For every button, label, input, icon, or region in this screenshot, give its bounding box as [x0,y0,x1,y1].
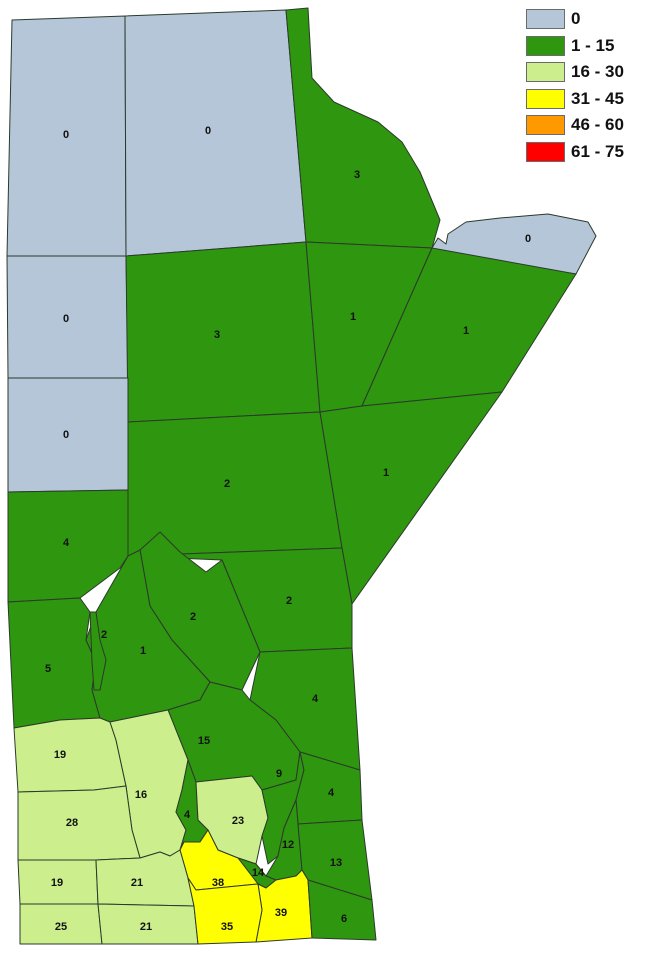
label-east-upper-mid: 1 [350,311,356,323]
label-ne-coast: 3 [354,169,360,181]
label-center-upper: 3 [214,329,220,341]
label-east-upper: 1 [463,325,469,337]
label-east-center: 1 [383,467,389,479]
label-pink-23: 23 [232,815,244,827]
region-sw-5[interactable] [7,597,101,729]
label-se-13: 13 [330,857,342,869]
legend-item: 31 - 45 [526,86,624,113]
label-sw-16: 16 [135,789,147,801]
legend-swatch-1 [526,35,565,56]
label-s-39: 39 [275,907,287,919]
label-center-lower: 2 [286,595,292,607]
label-sw-25: 25 [55,921,67,933]
legend-swatch-5 [526,141,565,162]
legend-item: 61 - 75 [526,139,624,166]
legend-label: 1 - 15 [571,35,615,55]
label-sw-19a: 19 [54,749,66,761]
label-south-15: 15 [198,735,210,747]
region-s-35[interactable] [187,877,263,945]
legend-swatch-0 [526,9,565,30]
label-inter-2: 2 [101,629,107,641]
label-se-6: 6 [341,913,347,925]
label-sw-21a: 21 [131,877,143,889]
label-sw-19b: 19 [51,877,63,889]
legend-label: 46 - 60 [571,115,624,135]
label-n-center: 0 [205,125,211,137]
legend-label: 61 - 75 [571,141,624,161]
label-sw-21b: 21 [140,921,152,933]
label-west-4: 4 [63,537,70,549]
label-s-38: 38 [212,877,224,889]
legend-item: 0 [526,6,624,33]
label-sw-4: 4 [184,809,191,821]
legend-label: 0 [571,9,581,29]
region-ne-coast[interactable] [285,7,441,249]
label-s-35: 35 [221,921,233,933]
label-east-4a: 4 [312,693,319,705]
label-w-mid2: 0 [63,429,69,441]
label-w-mid1: 0 [63,313,69,325]
label-lake-2: 2 [190,611,196,623]
legend-swatch-3 [526,88,565,109]
region-sw-28[interactable] [17,785,141,861]
label-nw: 0 [63,129,69,141]
label-sw-5: 5 [45,663,51,675]
legend-label: 16 - 30 [571,62,624,82]
legend-item: 16 - 30 [526,59,624,86]
label-se-12: 12 [282,839,294,851]
map-legend: 0 1 - 15 16 - 30 31 - 45 46 - 60 61 - 75 [526,6,624,165]
region-east-center[interactable] [319,391,503,605]
label-s-9: 9 [276,768,282,780]
legend-swatch-2 [526,62,565,83]
region-center-upper[interactable] [125,241,321,423]
region-inter-2[interactable] [89,611,107,691]
legend-label: 31 - 45 [571,88,624,108]
label-center: 2 [224,478,230,490]
label-ne-point: 0 [525,233,531,245]
label-inter-1: 1 [140,645,146,657]
legend-item: 46 - 60 [526,112,624,139]
legend-item: 1 - 15 [526,33,624,60]
label-s-14: 14 [252,867,265,879]
legend-swatch-4 [526,115,565,136]
label-sw-28: 28 [66,817,78,829]
label-se-4: 4 [328,787,335,799]
region-n-center[interactable] [124,9,307,257]
region-se-6[interactable] [307,879,377,941]
region-sw-19a[interactable] [13,717,127,793]
